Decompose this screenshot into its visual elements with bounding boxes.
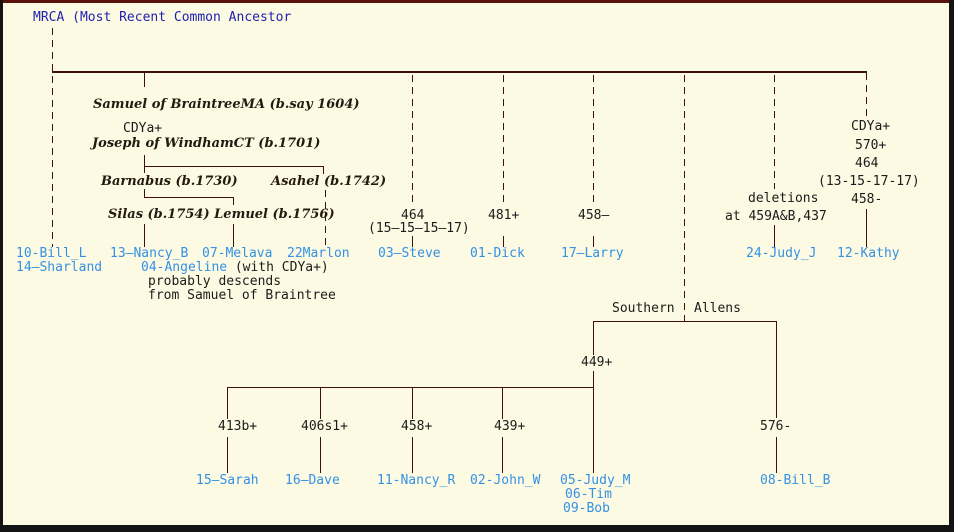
marker-bill-b-value: 576- bbox=[760, 419, 792, 434]
person-dave: 16—Dave bbox=[285, 473, 340, 488]
marker-kathy-570: 570+ bbox=[855, 138, 887, 153]
marker-samuel-cdy: CDYa+ bbox=[123, 121, 163, 136]
person-judy-m: 05-Judy_M bbox=[560, 473, 631, 488]
marker-nancy-r-value: 458+ bbox=[401, 419, 433, 434]
tree-drop-judy-j bbox=[774, 75, 775, 189]
tree-drop-sarah-upper bbox=[227, 388, 228, 419]
tree-drop-nancy-b bbox=[144, 224, 145, 247]
ancestor-barnabus: Barnabus (b.1730) bbox=[101, 174, 238, 189]
marker-449: 449+ bbox=[581, 355, 613, 370]
marker-judy-at: at 459A&B,437 bbox=[725, 209, 827, 224]
tree-drop-kathy bbox=[866, 73, 867, 117]
tree-stub-lemuel bbox=[233, 197, 234, 205]
tree-stub-larry bbox=[593, 236, 594, 247]
tree-stub-joseph bbox=[144, 155, 145, 173]
tree-line-top bbox=[52, 71, 867, 73]
person-marlon: 22Marlon bbox=[287, 246, 350, 261]
note-angeline: (with CDYa+) bbox=[227, 260, 329, 275]
tree-drop-sarah-lower bbox=[227, 437, 228, 473]
tree-drop-bill-l bbox=[52, 28, 53, 247]
marker-dick-value: 481+ bbox=[488, 208, 520, 223]
person-kathy: 12-Kathy bbox=[837, 246, 900, 261]
person-bill-b: 08-Bill_B bbox=[760, 473, 831, 488]
person-bob: 09-Bob bbox=[563, 501, 610, 516]
tree-stub-barnabus bbox=[144, 189, 145, 197]
tree-drop-nancy-r-upper bbox=[412, 388, 413, 419]
tree-drop-marlon bbox=[325, 190, 326, 247]
person-melava: 07-Melava bbox=[202, 246, 273, 261]
tree-drop-449-upper bbox=[593, 321, 594, 355]
tree-drop-nancy-r-lower bbox=[412, 437, 413, 473]
tree-drop-bill-b-upper bbox=[776, 321, 777, 418]
group-label-southern: Southern bbox=[612, 301, 675, 316]
marker-kathy-cdy: CDYa+ bbox=[851, 119, 891, 134]
tree-drop-dave-upper bbox=[320, 388, 321, 419]
tree-stub-judy-j bbox=[774, 225, 775, 247]
tree-drop-john-w-upper bbox=[502, 388, 503, 419]
marker-larry-value: 458— bbox=[578, 208, 610, 223]
frame-top-edge bbox=[0, 0, 954, 3]
tree-drop-southern-allens bbox=[684, 75, 685, 321]
person-tim: 06-Tim bbox=[565, 487, 612, 502]
tree-drop-steve bbox=[412, 75, 413, 207]
person-steve: 03—Steve bbox=[378, 246, 441, 261]
note-angeline-line2: probably descends bbox=[148, 274, 282, 289]
person-bill-l: 10-Bill_L bbox=[16, 246, 87, 261]
tree-line-southern-allens bbox=[593, 321, 777, 322]
group-label-allens: Allens bbox=[694, 301, 741, 316]
marker-kathy-458: 458- bbox=[851, 192, 883, 207]
tree-line-joseph-children bbox=[144, 166, 324, 167]
tree-drop-larry bbox=[593, 75, 594, 207]
marker-sarah-value: 413b+ bbox=[218, 419, 258, 434]
tree-drop-dave-lower bbox=[320, 437, 321, 473]
tree-stub-asahel bbox=[323, 166, 324, 174]
marker-steve-detail: (15—15—15—17) bbox=[368, 221, 470, 236]
person-judy-j: 24-Judy_J bbox=[746, 246, 817, 261]
tree-stub-steve bbox=[412, 236, 413, 247]
note-angeline-line3: from Samuel of Braintree bbox=[148, 288, 336, 303]
person-angeline: 04-Angeline bbox=[141, 260, 228, 275]
ancestor-asahel: Asahel (b.1742) bbox=[271, 174, 387, 189]
marker-dave-value: 406s1+ bbox=[301, 419, 348, 434]
tree-line-barnabus-sons bbox=[144, 197, 234, 198]
ancestor-samuel: Samuel of BraintreeMA (b.say 1604) bbox=[93, 97, 360, 112]
tree-line-449-children bbox=[227, 387, 594, 388]
tree-drop-melava bbox=[233, 224, 234, 247]
person-nancy-b: 13—Nancy_B bbox=[110, 246, 189, 261]
marker-judy-deletions: deletions bbox=[748, 191, 819, 206]
frame-left-edge bbox=[0, 0, 3, 532]
marker-steve-value: 464 bbox=[401, 208, 425, 223]
person-sarah: 15—Sarah bbox=[196, 473, 259, 488]
ancestor-joseph: Joseph of WindhamCT (b.1701) bbox=[92, 136, 321, 151]
tree-stub-samuel bbox=[144, 73, 145, 87]
tree-drop-dick bbox=[503, 75, 504, 207]
person-larry: 17—Larry bbox=[561, 246, 624, 261]
tree-drop-john-w-lower bbox=[502, 437, 503, 473]
tree-drop-judy-m bbox=[593, 371, 594, 473]
frame-right-edge bbox=[949, 0, 954, 532]
chart-title: MRCA (Most Recent Common Ancestor bbox=[33, 10, 292, 25]
ancestor-silas-lemuel: Silas (b.1754) Lemuel (b.1756) bbox=[108, 207, 335, 222]
marker-kathy-464: 464 bbox=[855, 156, 879, 171]
person-sharland: 14—Sharland bbox=[16, 260, 103, 275]
tree-stub-dick bbox=[503, 236, 504, 247]
marker-kathy-detail: (13-15-17-17) bbox=[818, 174, 920, 189]
marker-john-w-value: 439+ bbox=[494, 419, 526, 434]
frame-bottom-edge bbox=[0, 525, 954, 532]
tree-drop-bill-b-lower bbox=[776, 437, 777, 473]
person-john-w: 02-John_W bbox=[470, 473, 541, 488]
person-dick: 01-Dick bbox=[470, 246, 525, 261]
person-nancy-r: 11-Nancy_R bbox=[377, 473, 456, 488]
tree-stub-kathy bbox=[866, 209, 867, 247]
